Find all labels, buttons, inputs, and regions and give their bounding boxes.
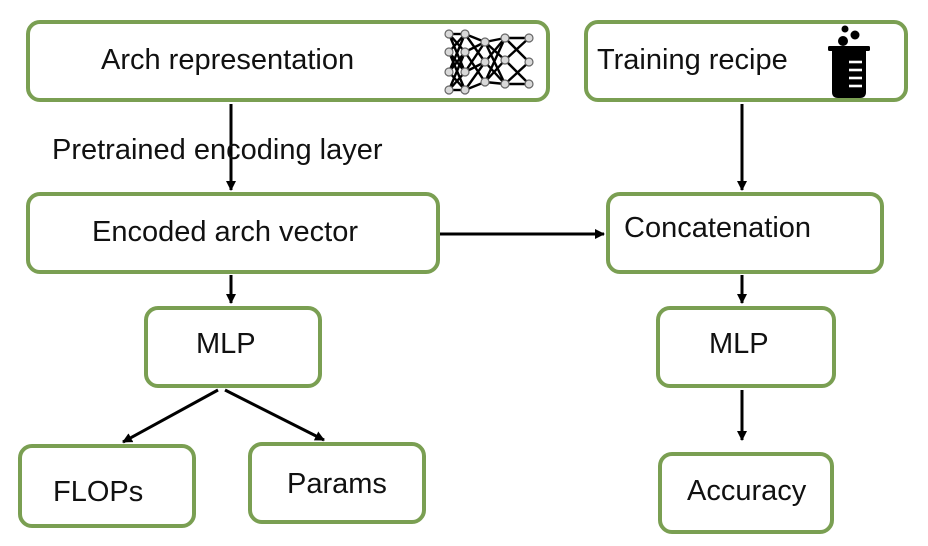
- params-label: Params: [287, 468, 387, 500]
- encoded-arch-vector-label: Encoded arch vector: [92, 216, 358, 248]
- pretrained-encoding-layer-label: Pretrained encoding layer: [52, 134, 383, 166]
- mlp-right-label: MLP: [709, 328, 769, 360]
- mlp-right-box: [656, 306, 836, 388]
- training-recipe-label: Training recipe: [597, 44, 788, 76]
- beaker-icon: [828, 25, 870, 98]
- edge-mlp-left-to-flops: [122, 388, 219, 444]
- flops-label: FLOPs: [53, 476, 144, 508]
- flops-box: [18, 444, 196, 528]
- mlp-left-label: MLP: [196, 328, 256, 360]
- concatenation-box: [606, 192, 884, 274]
- arch-representation-label: Arch representation: [101, 44, 355, 76]
- mlp-left-box: [144, 306, 322, 388]
- params-box: [248, 442, 426, 524]
- accuracy-box: [658, 452, 834, 534]
- edge-mlp-left-to-params: [224, 388, 325, 442]
- concatenation-label: Concatenation: [624, 212, 812, 244]
- encoded-arch-vector-box: [26, 192, 440, 274]
- accuracy-label: Accuracy: [687, 475, 807, 507]
- neural-network-icon: [444, 29, 534, 95]
